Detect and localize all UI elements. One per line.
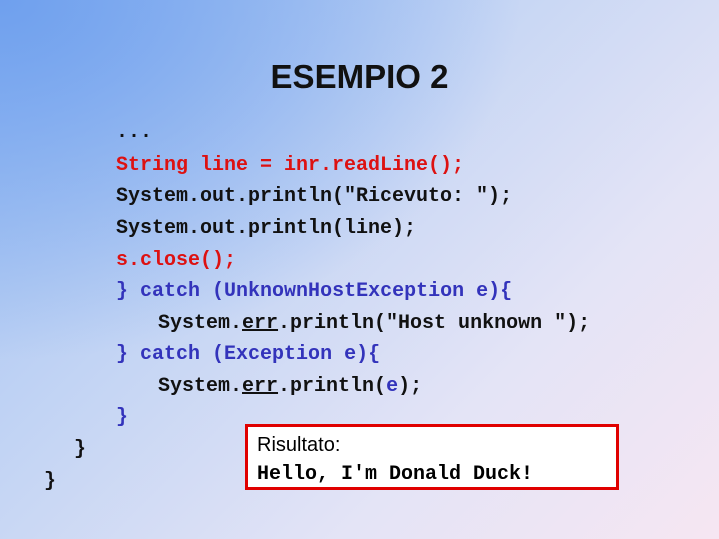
paren-brace: ){: [356, 343, 381, 366]
code-line-ellipsis: ...: [116, 121, 153, 144]
catch-keyword: catch: [140, 343, 201, 366]
brace: }: [116, 280, 141, 303]
code-line-catch-exception: } catch (Exception e){: [116, 344, 380, 366]
code-line-readline: String line = inr.readLine();: [116, 154, 465, 177]
code-line-close-brace-class: }: [44, 470, 57, 493]
println-text: .println("Host unknown ");: [278, 312, 591, 335]
println-text: .println(: [278, 375, 387, 398]
code-line-close-brace-method: }: [74, 438, 87, 461]
code-line-print-line: System.out.println(line);: [116, 217, 417, 240]
result-label: Risultato:: [257, 434, 341, 456]
paren: (: [200, 343, 225, 366]
code-line-close-brace-catch: }: [116, 406, 129, 429]
err-text: err: [242, 375, 279, 398]
paren-brace: ){: [488, 280, 513, 303]
code-line-err-host-unknown: System.err.println("Host unknown ");: [158, 313, 590, 335]
code-line-print-ricevuto: System.out.println("Ricevuto: ");: [116, 185, 513, 208]
err-text: err: [242, 312, 279, 335]
system-text: System.: [158, 375, 243, 398]
result-box: Risultato: Hello, I'm Donald Duck!: [245, 424, 619, 490]
paren: (: [200, 280, 225, 303]
exception-type: Exception e: [224, 343, 357, 366]
slide-title: ESEMPIO 2: [270, 58, 449, 95]
code-line-err-print-e: System.err.println(e);: [158, 376, 422, 398]
catch-keyword: catch: [140, 280, 201, 303]
system-text: System.: [158, 312, 243, 335]
code-line-catch-unknownhost: } catch (UnknownHostException e){: [116, 281, 512, 303]
e-variable: e: [386, 375, 399, 398]
exception-type: UnknownHostException e: [224, 280, 489, 303]
result-output: Hello, I'm Donald Duck!: [257, 463, 534, 486]
code-line-close: s.close();: [116, 249, 237, 272]
close-paren: );: [398, 375, 423, 398]
brace: }: [116, 343, 141, 366]
